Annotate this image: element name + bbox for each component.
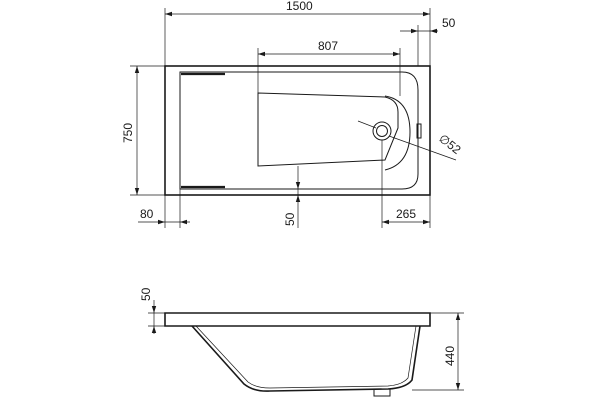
dim-drain-diameter: ∅52	[436, 131, 464, 157]
tub-body-side	[191, 325, 421, 392]
dim-side-rim-height: 50	[139, 287, 153, 301]
top-view	[164, 65, 431, 196]
dim-rim-right-offset: 50	[442, 16, 456, 30]
top-view-dimensions: 1500 50 807 750 ∅52 80 50	[121, 0, 464, 228]
dim-width: 750	[121, 123, 135, 143]
dim-left-rim: 80	[140, 207, 154, 221]
drain-inner	[376, 125, 388, 137]
dim-total-length: 1500	[286, 0, 313, 13]
dim-drain-offset: 265	[396, 207, 416, 221]
dim-bottom-rim: 50	[283, 212, 297, 226]
drain-outer	[372, 121, 392, 141]
side-view	[164, 312, 431, 397]
dim-total-height: 440	[443, 346, 457, 366]
tub-basin-top	[179, 71, 419, 190]
side-view-dimensions: 50 440	[139, 287, 464, 391]
seat-panel	[257, 92, 399, 167]
dim-basin-length: 807	[318, 39, 338, 53]
tub-rim-side	[164, 312, 431, 327]
tub-outline-top	[164, 65, 431, 196]
